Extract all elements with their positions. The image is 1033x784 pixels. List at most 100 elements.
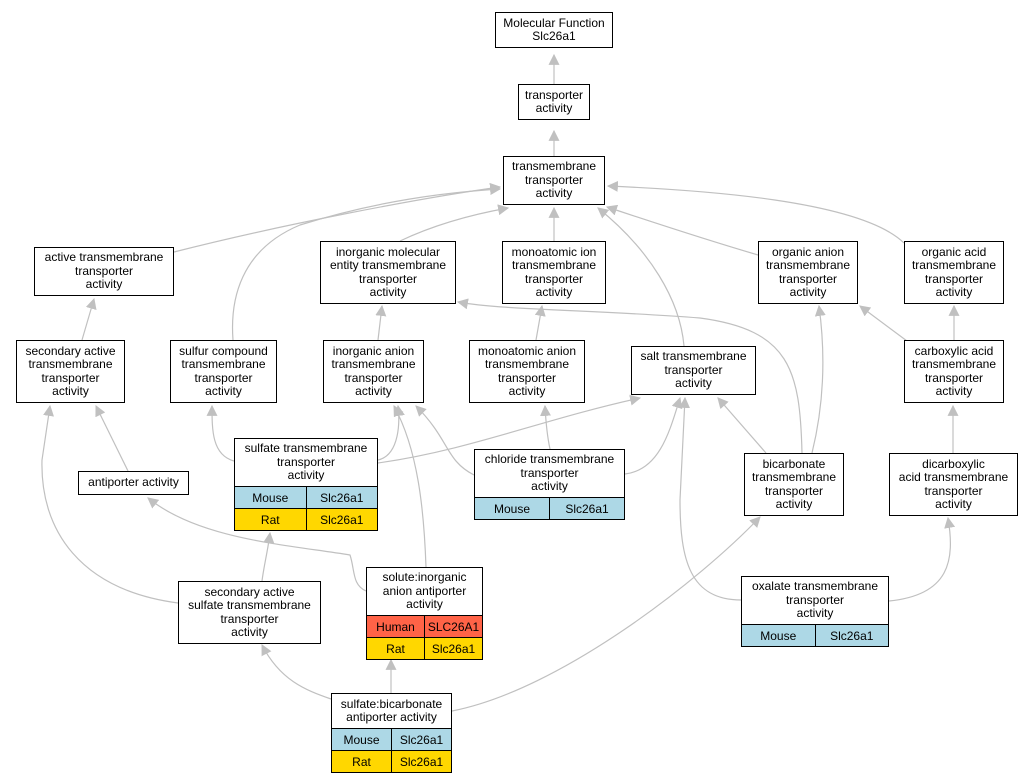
node-label: active transmembrane transporter activit… xyxy=(44,250,164,292)
edge-chloride-transmembrane-to-monoatomic-anion xyxy=(540,404,552,450)
node-label: organic acid transmembrane transporter a… xyxy=(911,244,997,299)
node-label: secondary active sulfate transmembrane t… xyxy=(188,584,311,639)
edge-bicarbonate-transmembrane-to-inorganic-molecular-entity xyxy=(456,298,803,454)
node-antiporter-activity[interactable]: antiporter activity xyxy=(78,471,189,495)
node-label: monoatomic ion transmembrane transporter… xyxy=(511,244,597,299)
edge-sulfate-transmembrane-to-salt-transmembrane xyxy=(377,394,642,464)
node-monoatomic-anion[interactable]: monoatomic anion transmembrane transport… xyxy=(469,340,585,403)
edge-bicarbonate-transmembrane-to-organic-anion xyxy=(811,304,826,454)
node-label: salt transmembrane transporter activity xyxy=(640,349,747,391)
node-bicarbonate-transmembrane[interactable]: bicarbonate transmembrane transporter ac… xyxy=(744,453,844,516)
edge-sulfur-compound-to-transmembrane-transporter-activity xyxy=(231,184,502,341)
species-gene: Slc26a1 xyxy=(305,486,377,509)
node-dicarboxylic-acid[interactable]: dicarboxylic acid transmembrane transpor… xyxy=(889,453,1018,516)
node-label: carboxylic acid transmembrane transporte… xyxy=(911,343,997,398)
node-label: sulfate:bicarbonate antiporter activity xyxy=(340,696,443,724)
node-carboxylic-acid[interactable]: carboxylic acid transmembrane transporte… xyxy=(904,340,1004,403)
edge-secondary-active-sulfate-to-sulfate-transmembrane xyxy=(261,531,275,582)
edge-inorganic-anion-to-inorganic-molecular-entity xyxy=(375,304,387,341)
edge-chloride-transmembrane-to-salt-transmembrane xyxy=(624,396,683,475)
species-organism: Rat xyxy=(332,750,392,772)
node-transporter-activity[interactable]: transporter activity xyxy=(518,84,590,120)
node-label: dicarboxylic acid transmembrane transpor… xyxy=(898,456,1009,511)
species-organism: Mouse xyxy=(332,728,392,751)
node-monoatomic-ion[interactable]: monoatomic ion transmembrane transporter… xyxy=(502,241,606,304)
edge-inorganic-molecular-entity-to-transmembrane-transporter-activity xyxy=(399,204,510,242)
node-label: inorganic anion transmembrane transporte… xyxy=(331,343,416,398)
node-sulfur-compound[interactable]: sulfur compound transmembrane transporte… xyxy=(170,340,277,403)
edge-oxalate-transmembrane-to-salt-transmembrane xyxy=(679,396,742,601)
node-label: Molecular Function Slc26a1 xyxy=(503,15,605,43)
species-gene: Slc26a1 xyxy=(391,728,451,751)
edge-sulfate-bicarbonate-antiporter-to-bicarbonate-transmembrane xyxy=(451,516,761,712)
node-molecular-function[interactable]: Molecular Function Slc26a1 xyxy=(495,12,613,48)
node-label: monoatomic anion transmembrane transport… xyxy=(477,343,577,398)
species-gene: Slc26a1 xyxy=(814,624,888,646)
node-label: sulfur compound transmembrane transporte… xyxy=(179,343,268,398)
node-label: secondary active transmembrane transport… xyxy=(25,343,116,398)
species-gene: Slc26a1 xyxy=(305,508,377,530)
edge-carboxylic-acid-to-organic-anion xyxy=(859,305,908,342)
species-gene: Slc26a1 xyxy=(391,750,451,772)
node-transmembrane-transporter-activity[interactable]: transmembrane transporter activity xyxy=(503,156,605,205)
node-label: transporter activity xyxy=(524,87,584,115)
node-chloride-transmembrane[interactable]: chloride transmembrane transporter activ… xyxy=(474,449,625,520)
edge-antiporter-activity-to-secondary-active xyxy=(95,405,129,472)
edge-solute-inorganic-anion-antiporter-to-antiporter-activity xyxy=(147,497,367,592)
node-organic-anion[interactable]: organic anion transmembrane transporter … xyxy=(758,241,858,304)
node-label: organic anion transmembrane transporter … xyxy=(765,244,851,299)
edge-salt-transmembrane-to-transmembrane-transporter-activity xyxy=(597,207,685,347)
node-label: bicarbonate transmembrane transporter ac… xyxy=(751,456,837,511)
node-label: transmembrane transporter activity xyxy=(511,159,597,201)
species-organism: Human xyxy=(367,615,425,638)
node-label: sulfate transmembrane transporter activi… xyxy=(244,441,368,483)
node-label: antiporter activity xyxy=(88,475,179,490)
species-gene: Slc26a1 xyxy=(424,637,482,659)
node-active-transmembrane-transporter-activity[interactable]: active transmembrane transporter activit… xyxy=(34,247,174,296)
species-gene: Slc26a1 xyxy=(549,497,624,519)
node-label: solute:inorganic anion antiporter activi… xyxy=(382,570,467,612)
edge-sulfate-bicarbonate-antiporter-to-secondary-active-sulfate xyxy=(261,644,332,700)
species-organism: Mouse xyxy=(742,624,815,646)
edge-sulfate-transmembrane-to-sulfur-compound xyxy=(206,404,235,462)
node-secondary-active-sulfate[interactable]: secondary active sulfate transmembrane t… xyxy=(178,581,321,644)
node-label: inorganic molecular entity transmembrane… xyxy=(329,244,447,299)
species-gene: SLC26A1 xyxy=(424,615,482,638)
node-salt-transmembrane[interactable]: salt transmembrane transporter activity xyxy=(631,346,756,395)
node-inorganic-molecular-entity[interactable]: inorganic molecular entity transmembrane… xyxy=(320,241,456,304)
node-organic-acid[interactable]: organic acid transmembrane transporter a… xyxy=(904,241,1004,304)
edge-oxalate-transmembrane-to-dicarboxylic-acid xyxy=(888,516,956,602)
edge-bicarbonate-transmembrane-to-salt-transmembrane xyxy=(717,397,767,454)
node-secondary-active[interactable]: secondary active transmembrane transport… xyxy=(16,340,125,403)
node-solute-inorganic-anion-antiporter[interactable]: solute:inorganic anion antiporter activi… xyxy=(366,567,483,660)
node-label: oxalate transmembrane transporter activi… xyxy=(751,579,879,621)
species-organism: Mouse xyxy=(235,486,306,509)
edge-sulfate-transmembrane-to-inorganic-anion xyxy=(377,404,405,461)
species-organism: Rat xyxy=(367,637,425,659)
node-oxalate-transmembrane[interactable]: oxalate transmembrane transporter activi… xyxy=(741,576,889,647)
edge-secondary-active-to-active-transmembrane-transporter-activity xyxy=(81,297,97,341)
species-organism: Mouse xyxy=(475,497,550,519)
edge-monoatomic-anion-to-monoatomic-ion xyxy=(534,304,546,341)
edge-organic-acid-to-transmembrane-transporter-activity xyxy=(606,180,905,244)
species-organism: Rat xyxy=(235,508,306,530)
edge-solute-inorganic-anion-antiporter-to-inorganic-anion xyxy=(393,405,427,568)
node-sulfate-transmembrane[interactable]: sulfate transmembrane transporter activi… xyxy=(234,438,378,531)
node-inorganic-anion[interactable]: inorganic anion transmembrane transporte… xyxy=(323,340,424,403)
edge-organic-anion-to-transmembrane-transporter-activity xyxy=(605,204,759,256)
node-label: chloride transmembrane transporter activ… xyxy=(484,452,615,494)
edge-chloride-transmembrane-to-inorganic-anion xyxy=(415,405,475,476)
